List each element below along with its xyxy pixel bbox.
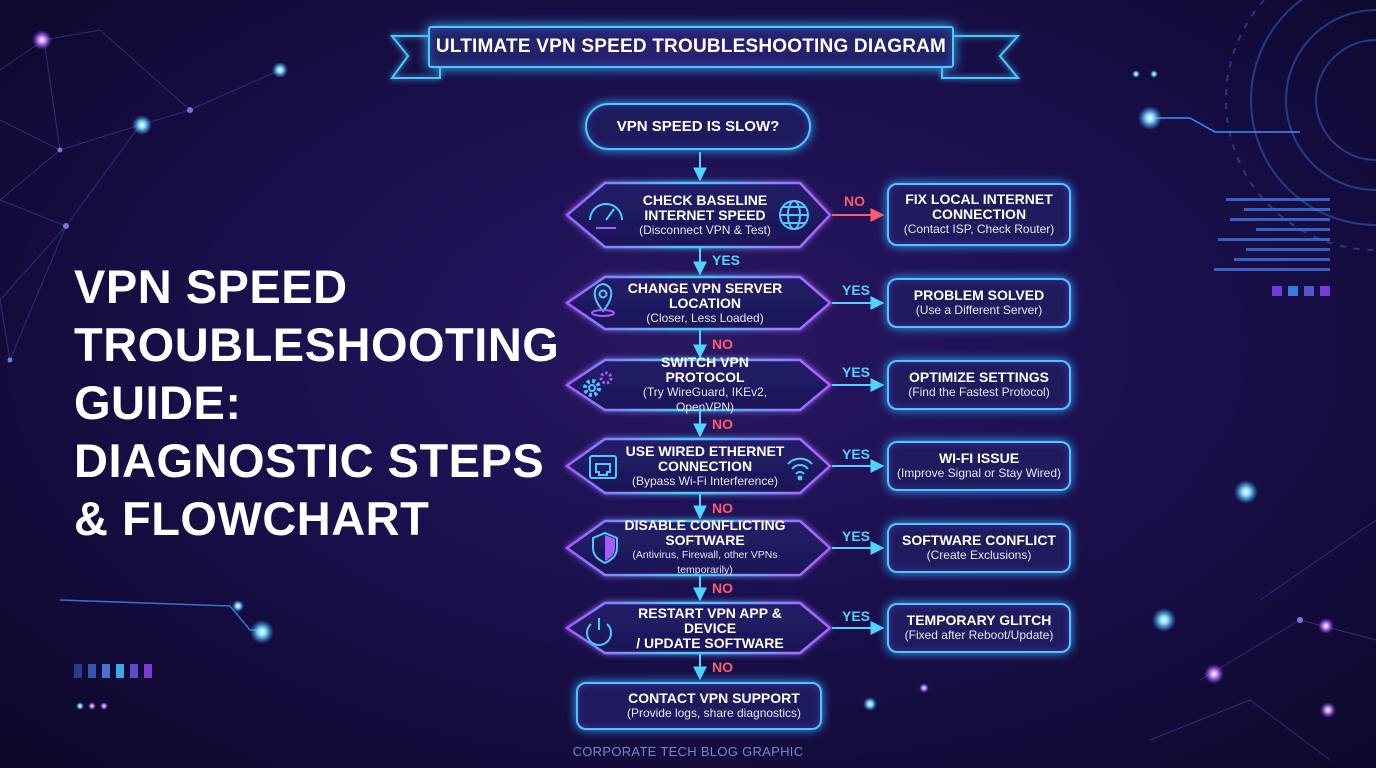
outcome-title: TEMPORARY GLITCH xyxy=(906,612,1052,628)
step-restart-vpn: RESTART VPN APP & DEVICE / UPDATE SOFTWA… xyxy=(612,603,808,653)
step-subtitle: (Bypass Wi-Fi Interference) xyxy=(631,473,779,488)
step-title: USE WIRED ETHERNET xyxy=(625,442,785,459)
outcome-title: PROBLEM SOLVED xyxy=(913,287,1045,303)
ethernet-port-icon xyxy=(589,455,617,479)
outcome-fix-local-internet: FIX LOCAL INTERNET CONNECTION (Contact I… xyxy=(887,183,1071,246)
step-3-shape xyxy=(564,358,832,412)
step-6-shape xyxy=(564,601,832,655)
outcome-title: SOFTWARE CONFLICT xyxy=(902,532,1056,548)
step-1-shape xyxy=(565,181,832,249)
outcome-title: CONNECTION xyxy=(931,206,1027,222)
step-title: CONNECTION xyxy=(657,457,753,474)
outcome-title: WI-FI ISSUE xyxy=(938,450,1020,466)
step-check-baseline: CHECK BASELINE INTERNET SPEED (Disconnec… xyxy=(620,183,790,247)
end-node-subtitle: (Provide logs, share diagnostics) xyxy=(626,706,802,720)
edge-label-no: NO xyxy=(712,580,733,596)
outcome-title: OPTIMIZE SETTINGS xyxy=(908,369,1049,385)
step-title: RESTART VPN APP & DEVICE xyxy=(638,604,782,636)
page-title: VPN SPEED TROUBLESHOOTING GUIDE: DIAGNOS… xyxy=(74,258,594,548)
end-node-title: CONTACT VPN SUPPORT xyxy=(628,690,800,706)
step-subtitle: (Disconnect VPN & Test) xyxy=(639,222,771,237)
start-node-label: VPN SPEED IS SLOW? xyxy=(616,118,780,135)
step-subtitle: (Antivirus, Firewall, other VPNs tempora… xyxy=(632,549,778,576)
start-node: VPN SPEED IS SLOW? xyxy=(585,103,811,150)
edge-label-no: NO xyxy=(844,193,865,209)
step-subtitle: (Closer, Less Loaded) xyxy=(646,310,764,325)
page-title-line: GUIDE: xyxy=(74,376,242,429)
page-title-line: TROUBLESHOOTING xyxy=(74,318,560,371)
step-title: / UPDATE SOFTWARE xyxy=(636,634,784,651)
location-pin-icon xyxy=(591,282,615,317)
outcome-subtitle: (Create Exclusions) xyxy=(926,548,1032,562)
power-icon xyxy=(586,618,612,646)
edge-label-yes: YES xyxy=(712,252,741,268)
edge-label-no: NO xyxy=(712,336,733,352)
outcome-optimize-settings: OPTIMIZE SETTINGS (Find the Fastest Prot… xyxy=(887,360,1071,410)
outcome-subtitle: (Improve Signal or Stay Wired) xyxy=(896,466,1062,480)
step-5-shape xyxy=(564,519,832,577)
outcome-temporary-glitch: TEMPORARY GLITCH (Fixed after Reboot/Upd… xyxy=(887,603,1071,653)
step-4-shape xyxy=(564,437,832,495)
edge-label-yes: YES xyxy=(842,282,871,298)
step-switch-protocol: SWITCH VPN PROTOCOL (Try WireGuard, IKEv… xyxy=(620,355,790,415)
speedometer-icon xyxy=(589,203,623,229)
step-title: LOCATION xyxy=(668,294,742,311)
outcome-problem-solved: PROBLEM SOLVED (Use a Different Server) xyxy=(887,278,1071,328)
edge-label-yes: YES xyxy=(842,528,871,544)
end-node-contact-support: CONTACT VPN SUPPORT (Provide logs, share… xyxy=(576,682,822,730)
step-subtitle: (Try WireGuard, IKEv2, OpenVPN) xyxy=(642,385,768,414)
page-title-line: DIAGNOSTIC STEPS xyxy=(74,434,545,487)
wifi-icon xyxy=(787,457,813,481)
outcome-title: FIX LOCAL INTERNET xyxy=(905,191,1053,207)
step-change-server: CHANGE VPN SERVER LOCATION (Closer, Less… xyxy=(620,277,790,329)
outcome-subtitle: (Contact ISP, Check Router) xyxy=(903,222,1055,236)
footer-credit: CORPORATE TECH BLOG GRAPHIC xyxy=(572,744,804,759)
step-title: CHANGE VPN SERVER xyxy=(627,279,783,296)
globe-icon xyxy=(779,200,809,230)
outcome-subtitle: (Use a Different Server) xyxy=(915,303,1043,317)
page-title-line: VPN SPEED xyxy=(74,260,348,313)
edge-label-no: NO xyxy=(712,659,733,675)
diagram-banner-title: ULTIMATE VPN SPEED TROUBLESHOOTING DIAGR… xyxy=(428,26,954,68)
outcome-wifi-issue: WI-FI ISSUE (Improve Signal or Stay Wire… xyxy=(887,441,1071,491)
edge-label-yes: YES xyxy=(842,608,871,624)
step-title: DISABLE CONFLICTING xyxy=(624,517,786,533)
page-title-line: & FLOWCHART xyxy=(74,492,430,545)
step-wired-ethernet: USE WIRED ETHERNET CONNECTION (Bypass Wi… xyxy=(620,439,790,493)
edge-label-yes: YES xyxy=(842,446,871,462)
edge-label-yes: YES xyxy=(842,364,871,380)
outcome-software-conflict: SOFTWARE CONFLICT (Create Exclusions) xyxy=(887,523,1071,573)
step-title: CHECK BASELINE xyxy=(642,191,768,208)
banner-ribbon-ends xyxy=(389,35,1021,79)
step-title: INTERNET SPEED xyxy=(644,206,766,223)
outcome-subtitle: (Fixed after Reboot/Update) xyxy=(904,628,1054,642)
outcome-subtitle: (Find the Fastest Protocol) xyxy=(908,385,1050,399)
gears-icon xyxy=(583,371,613,397)
step-title: SOFTWARE xyxy=(665,532,745,548)
edge-label-no: NO xyxy=(712,416,733,432)
step-disable-software: DISABLE CONFLICTING SOFTWARE (Antivirus,… xyxy=(608,517,802,577)
step-2-shape xyxy=(564,275,832,331)
edge-label-no: NO xyxy=(712,500,733,516)
shield-icon xyxy=(592,531,618,565)
step-title: SWITCH VPN PROTOCOL xyxy=(661,354,749,385)
